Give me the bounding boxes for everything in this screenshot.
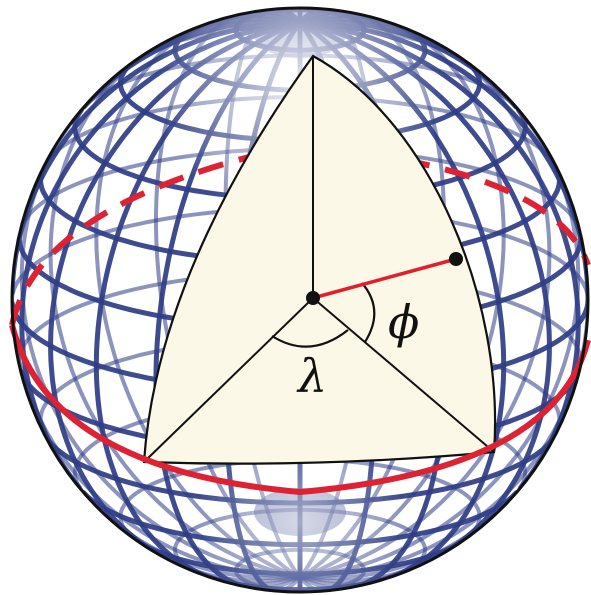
meridian-radius-left — [143, 297, 314, 463]
latitude-label: ϕ — [388, 295, 419, 349]
sphere-outline — [10, 6, 590, 594]
reference-circle-front-solid — [9, 324, 591, 496]
center-point — [306, 291, 320, 305]
meridian-radius-right — [312, 297, 495, 453]
position-radius-line — [312, 257, 457, 300]
surface-point — [449, 252, 463, 266]
longitude-angle-arc — [271, 329, 349, 348]
latitude-angle-arc — [361, 282, 376, 343]
longitude-label: λ — [296, 349, 327, 403]
cutaway-wedge — [142, 54, 497, 465]
